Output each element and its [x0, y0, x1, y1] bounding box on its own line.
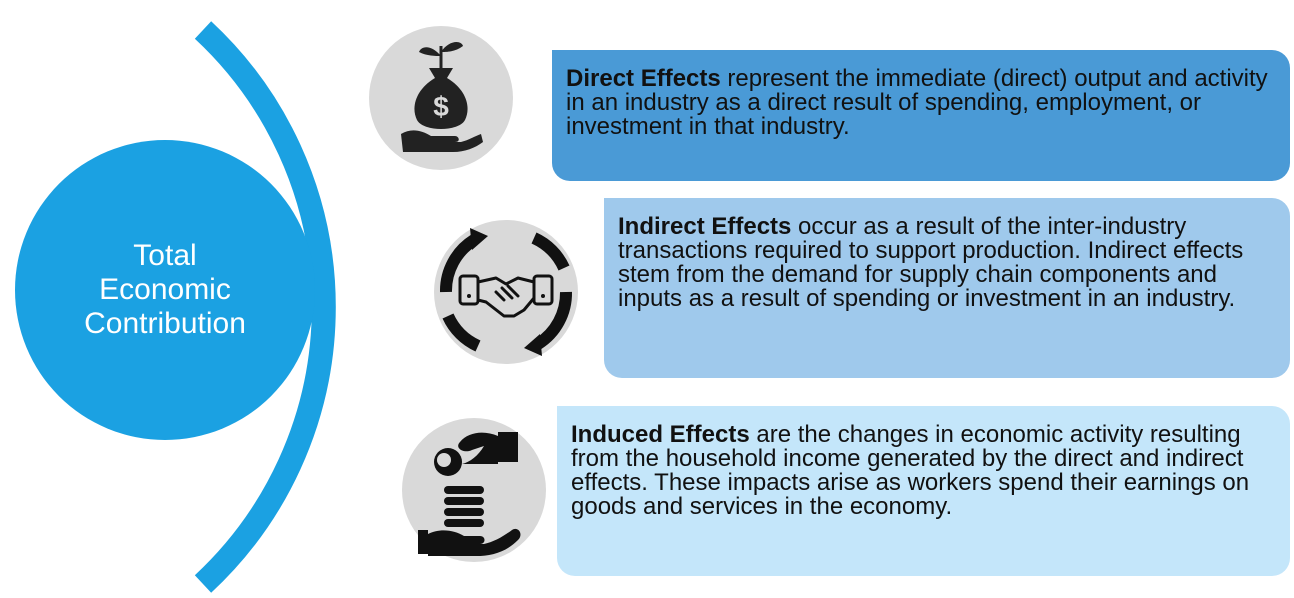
- center-label-line-3: Contribution: [84, 307, 246, 340]
- center-label-line-1: Total: [133, 239, 197, 272]
- induced-effects-text: are the changes in economic activity res…: [571, 421, 1250, 520]
- svg-text:$: $: [433, 91, 449, 122]
- indirect-effects-title: Indirect Effects: [618, 213, 792, 240]
- direct-effects-box: Direct Effects represent the immediate (…: [552, 50, 1290, 181]
- indirect-effects-box: Indirect Effects occur as a result of th…: [604, 198, 1290, 378]
- center-label: Total Economic Contribution: [15, 140, 315, 440]
- direct-effects-text: represent the immediate (direct) output …: [566, 65, 1268, 140]
- direct-effects-icon-circle: $: [369, 26, 513, 170]
- indirect-effects-text: occur as a result of the inter-industry …: [618, 213, 1244, 312]
- coin-hands-icon: [418, 432, 521, 556]
- outer-arc: [194, 21, 336, 593]
- indirect-effects-icon-circle: [434, 220, 578, 364]
- induced-effects-box: Induced Effects are the changes in econo…: [557, 406, 1290, 576]
- induced-effects-icon-circle: [402, 418, 546, 562]
- induced-effects-title: Induced Effects: [571, 421, 750, 448]
- center-circle: [15, 140, 315, 440]
- center-label-line-2: Economic: [99, 273, 231, 306]
- direct-effects-title: Direct Effects: [566, 65, 721, 92]
- handshake-cycle-icon: [439, 228, 573, 356]
- money-bag-plant-icon: $: [401, 42, 483, 152]
